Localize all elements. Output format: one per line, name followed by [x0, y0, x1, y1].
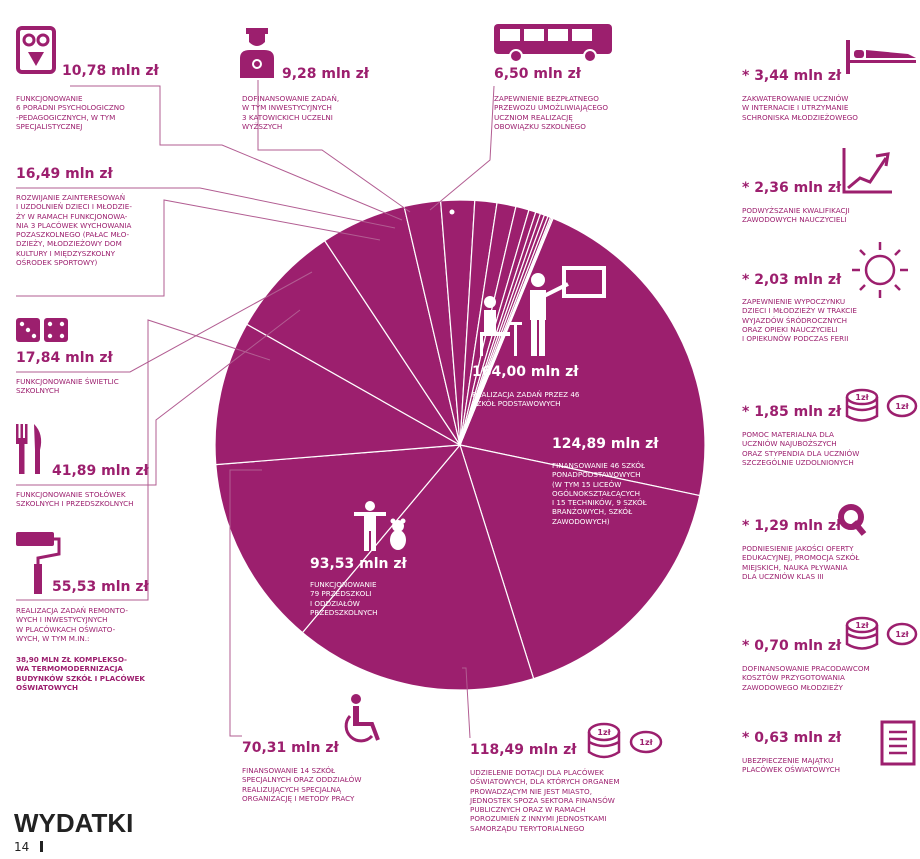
- pie-slice: [301, 443, 535, 691]
- slice-sub-description: 38,90 mln zł kompleksο- wa termomoderniz…: [16, 655, 146, 692]
- pie-slice: [246, 239, 461, 446]
- wheelchair-icon: [344, 694, 380, 743]
- slice-description: Funkcjonowanie 79 przedszkoli i oddziałó…: [310, 580, 378, 617]
- leader-line: [16, 187, 396, 229]
- leader-line: [16, 271, 313, 373]
- sun-icon: [852, 242, 908, 298]
- coin-label: 1zł: [639, 738, 653, 747]
- slice-description: Udzielenie dotacji dla placówek oświatow…: [470, 768, 620, 833]
- leader-line: [229, 469, 262, 737]
- slice-description: Dofinansowanie zadań, w tym inwestycyjny…: [242, 94, 340, 131]
- slice-amount-label: * 3,44 mln zł: [742, 68, 842, 84]
- leader-line: [70, 85, 403, 221]
- slice-description: Realizacja zadań przez 46 szkół podstawo…: [472, 390, 580, 409]
- slice-amount-label: 6,50 mln zł: [494, 66, 581, 82]
- owl-icon: [16, 26, 56, 74]
- leader-line: [462, 667, 471, 739]
- slice-amount-label: 118,49 mln zł: [470, 742, 577, 758]
- slice-description: Funkcjonowanie świetlic szkolnych: [16, 377, 119, 396]
- pie-slice: [459, 217, 554, 446]
- slice-amount-label: 93,53 mln zł: [310, 556, 407, 572]
- child-teddy-icon: [354, 501, 406, 551]
- leader-line: [16, 199, 381, 297]
- bus-icon: [494, 24, 612, 63]
- q-letter-icon: [838, 504, 867, 536]
- slice-description: Funkcjonowanie stołówek szkolnych i prze…: [16, 490, 134, 509]
- leader-line: [429, 85, 495, 211]
- slice-description: Zakwaterowanie uczniów w internacie i ut…: [742, 94, 858, 122]
- page-title: WYDATKI: [14, 808, 134, 838]
- leader-line: [16, 309, 301, 486]
- slice-description: Funkcjonowanie 6 poradni psychologiczno …: [16, 94, 125, 131]
- slice-amount-label: 124,89 mln zł: [552, 436, 659, 452]
- page-number: 14: [14, 840, 30, 854]
- teacher-classroom-icon: [480, 266, 606, 356]
- coin-label: 1zł: [597, 728, 611, 737]
- rising-chart-icon: [842, 148, 892, 194]
- slice-amount-label: 55,53 mln zł: [52, 579, 149, 595]
- coins-icon: 1zł 1zł: [845, 388, 918, 422]
- slice-description: Pomoc materialna dla uczniów najuboższyc…: [742, 430, 860, 467]
- slice-amount-label: * 1,29 mln zł: [742, 518, 842, 534]
- page-number-bar: [40, 841, 43, 852]
- slice-amount-label: * 2,36 mln zł: [742, 180, 842, 196]
- slice-marker-dot: [449, 209, 455, 215]
- slice-amount-label: 41,89 mln zł: [52, 463, 149, 479]
- coins-icon: 1zł 1zł: [587, 722, 663, 759]
- pie-slice: [459, 444, 701, 680]
- coin-label: 1zł: [855, 393, 869, 402]
- slice-amount-label: 17,84 mln zł: [16, 350, 113, 366]
- slice-amount-label: * 0,70 mln zł: [742, 638, 842, 654]
- document-icon: [880, 720, 916, 766]
- slice-description: Rozwijanie zainteresowań i uzdolnień dzi…: [16, 193, 132, 268]
- coin-label: 1zł: [895, 630, 909, 639]
- slice-description: Zapewnienie bezpłatnego przewozu umożliw…: [494, 94, 609, 131]
- slice-amount-label: 16,49 mln zł: [16, 166, 113, 182]
- slice-amount-label: * 0,63 mln zł: [742, 730, 842, 746]
- slice-description: Podwyższanie kwalifikacji zawodowych nau…: [742, 206, 850, 225]
- coin-label: 1zł: [855, 621, 869, 630]
- coin-label: 1zł: [895, 402, 909, 411]
- leader-line: [257, 80, 411, 213]
- slice-description: Dofinansowanie pracodawcom kosztów przyg…: [742, 664, 870, 692]
- slice-amount-label: 10,78 mln zł: [62, 63, 159, 79]
- slice-amount-label: 70,31 mln zł: [242, 740, 339, 756]
- slice-amount-label: * 1,85 mln zł: [742, 404, 842, 420]
- graduate-icon: [240, 28, 274, 78]
- slice-description: Realizacja zadań remonto- wych i inwesty…: [16, 606, 128, 643]
- coins-icon: 1zł 1zł: [845, 616, 918, 650]
- paint-roller-icon: [16, 532, 61, 594]
- slice-description: Finansowanie 14 szkół specjalnych oraz o…: [242, 766, 362, 803]
- pie-slice: [214, 323, 462, 466]
- bed-icon: [846, 40, 916, 74]
- pie-slice: [459, 217, 706, 497]
- slice-description: Podniesienie jakości oferty edukacyjnej,…: [742, 544, 860, 581]
- slice-amount-label: * 2,03 mln zł: [742, 272, 842, 288]
- slice-description: Finansowanie 46 szkół ponadpodstawowych …: [552, 461, 647, 526]
- slice-amount-label: 164,00 mln zł: [472, 364, 579, 380]
- pie-slice: [215, 444, 462, 634]
- slice-amount-label: 9,28 mln zł: [282, 66, 369, 82]
- slice-description: Zapewnienie wypoczynku dzieci i młodzież…: [742, 297, 857, 344]
- dice-icon: [16, 318, 68, 342]
- slice-description: Ubezpieczenie majątku placówek oświatowy…: [742, 756, 840, 775]
- leader-line: [16, 319, 271, 601]
- fork-knife-icon: [16, 424, 42, 474]
